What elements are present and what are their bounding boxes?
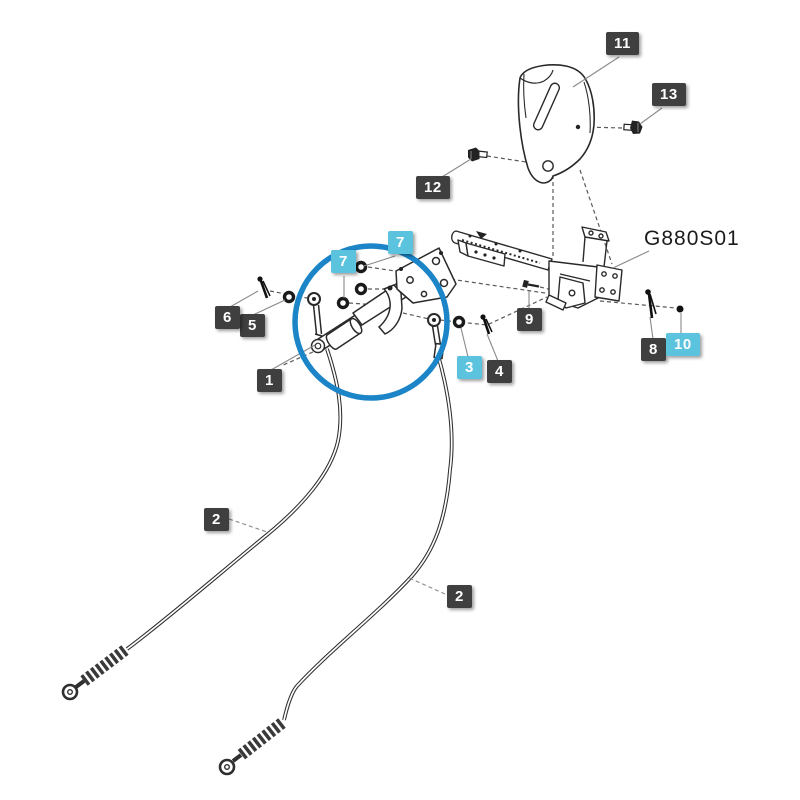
- callout-12: 12: [416, 176, 450, 199]
- cotter-pin-part-8: [645, 289, 657, 319]
- callout-leader-lines: [228, 56, 682, 595]
- bracket-top-tab: [581, 226, 610, 242]
- callout-5: 5: [240, 314, 265, 337]
- model-code-leader: [612, 250, 650, 269]
- cover-screw-hole: [575, 124, 581, 130]
- callout-2b: 2: [447, 585, 472, 608]
- washers-part-7: [336, 260, 368, 310]
- cable-eyelet-left: [61, 683, 79, 701]
- callout-2a: 2: [204, 508, 229, 531]
- callout-6: 6: [215, 306, 240, 329]
- callout-7a: 7: [388, 231, 413, 254]
- callout-9: 9: [517, 308, 542, 331]
- callout-13: 13: [652, 83, 686, 106]
- cotter-pin-part-6: [257, 276, 271, 299]
- cable-spring-left: [80, 645, 129, 686]
- callout-7b: 7: [331, 250, 356, 273]
- highlight-circle: [292, 243, 450, 401]
- washer-part-3: [452, 315, 466, 329]
- callout-8: 8: [641, 338, 666, 361]
- cover-mount-boss: [542, 160, 554, 172]
- bracket-marker: [476, 231, 487, 239]
- cover-part: [517, 64, 595, 184]
- control-cable-right: [218, 354, 454, 776]
- bolt-part-13: [623, 120, 643, 134]
- callout-11: 11: [606, 32, 639, 55]
- cotter-pin-part-4: [480, 314, 493, 335]
- cover-slot: [532, 82, 561, 131]
- ball-pin-part-10: [676, 305, 684, 313]
- control-cable-left: [61, 348, 343, 701]
- callout-3: 3: [457, 356, 482, 379]
- mounting-bracket-part: [451, 226, 623, 311]
- bracket-end-plate: [594, 264, 623, 302]
- lever-trigger: [378, 284, 403, 335]
- screw-part-9: [522, 279, 540, 288]
- bolt-part-12: [468, 147, 488, 162]
- model-code-label: G880S01: [644, 227, 740, 250]
- cable-eyelet-right: [218, 758, 236, 776]
- washer-part-5: [282, 290, 296, 304]
- callout-10: 10: [666, 333, 700, 356]
- clevis-rod-left: [307, 292, 323, 337]
- cable-spring-right: [237, 718, 286, 760]
- callout-1: 1: [257, 369, 282, 392]
- callout-4: 4: [487, 360, 512, 383]
